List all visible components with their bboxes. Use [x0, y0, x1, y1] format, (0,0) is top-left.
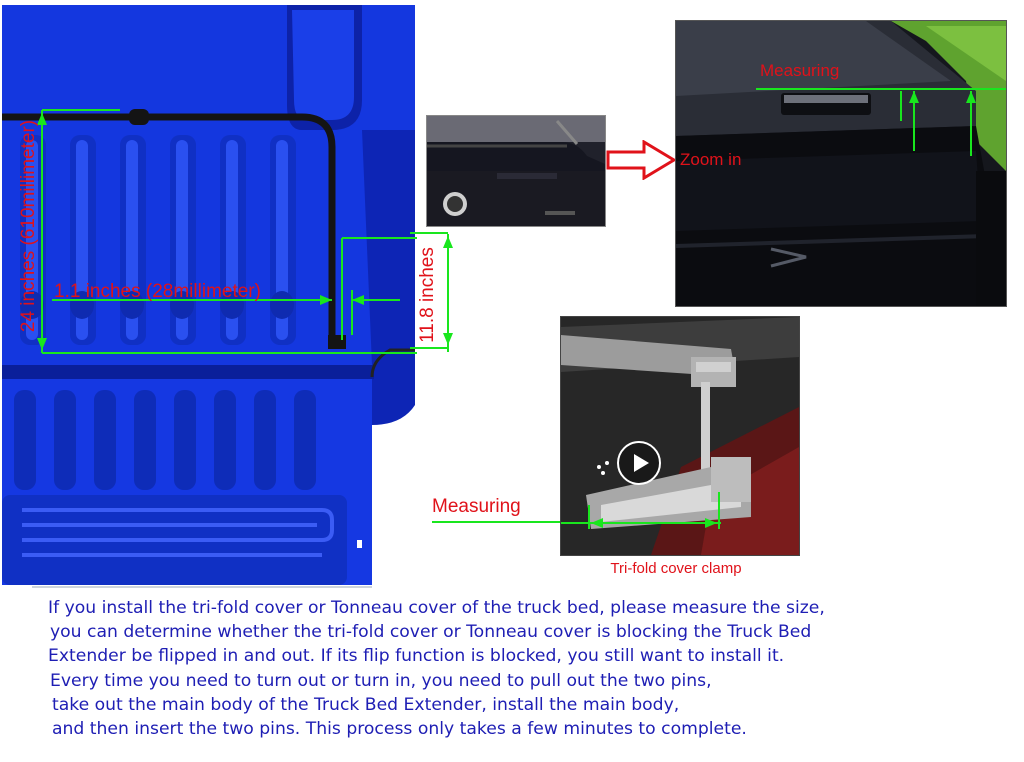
paragraph-line: Every time you need to turn out or turn …	[50, 670, 712, 691]
truck-rear-photo	[426, 115, 606, 227]
arrow-right-icon	[606, 139, 677, 181]
zoom-in-arrow	[606, 139, 677, 181]
dimension-label-24-inches: 24 inches (610millimeter)	[18, 119, 39, 333]
zoom-in-label: Zoom in	[680, 150, 742, 169]
clamp-measuring-label: Measuring	[432, 496, 521, 517]
truck-rear-photo-image	[427, 116, 605, 226]
clamp-video-thumbnail[interactable]	[560, 316, 800, 556]
play-button[interactable]	[617, 441, 661, 485]
paragraph-line: and then insert the two pins. This proce…	[52, 719, 747, 740]
height-dimension	[410, 232, 460, 356]
height-dimension-lines	[410, 232, 453, 352]
dimension-label-1-1-inches: 1.1 inches (28millimeter)	[54, 281, 261, 302]
clamp-photo-image	[561, 317, 799, 555]
play-icon	[634, 454, 649, 472]
zoom-measuring-label: Measuring	[760, 61, 840, 80]
paragraph-line: Extender be flipped in and out. If its f…	[48, 646, 785, 667]
instruction-paragraph: If you install the tri-fold cover or Ton…	[48, 596, 1008, 741]
paragraph-line: take out the main body of the Truck Bed …	[52, 694, 680, 715]
dimension-label-11-8-inches: 11.8 inches	[417, 247, 438, 343]
clamp-measure-line	[432, 521, 560, 523]
zoomed-truck-photo-image	[676, 21, 1006, 306]
clamp-caption: Tri-fold cover clamp	[610, 560, 742, 577]
truck-bed-diagram: 24 inches (610millimeter) 1.1 inches (28…	[2, 5, 417, 590]
paragraph-line: you can determine whether the tri-fold c…	[50, 622, 812, 643]
zoomed-truck-photo: Measuring	[675, 20, 1007, 307]
paragraph-line: If you install the tri-fold cover or Ton…	[48, 598, 825, 618]
truck-bed-drawing	[2, 5, 417, 590]
